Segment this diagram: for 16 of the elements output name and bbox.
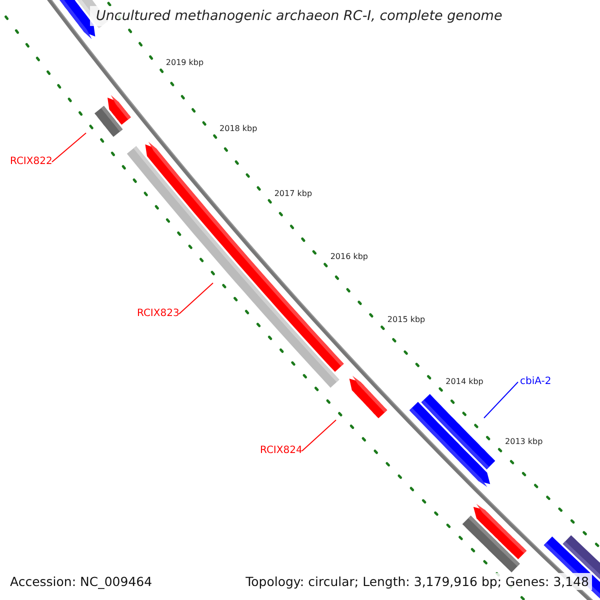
leader-line <box>178 282 214 314</box>
tick-label: 2013 kbp <box>505 437 543 446</box>
gene-label: RCIX824 <box>260 445 302 456</box>
tick-label: 2016 kbp <box>330 252 368 262</box>
leader-line <box>302 420 336 452</box>
gene-label: RCIX823 <box>137 308 180 319</box>
leader-line <box>484 382 518 418</box>
gene-label: RCIX822 <box>10 156 52 167</box>
gene-label: cbiA-2 <box>520 376 552 387</box>
genome-info-text: Topology: circular; Length: 3,179,916 bp; Genes: 3,148 <box>242 573 592 590</box>
tick-label: 2015 kbp <box>387 315 426 324</box>
tick-label: 2019 kbp <box>166 58 204 68</box>
tick-label: 2018 kbp <box>220 124 258 134</box>
leader-line <box>52 132 86 162</box>
tick-label: 2017 kbp <box>274 188 312 198</box>
tick-label: 2014 kbp <box>446 376 484 386</box>
